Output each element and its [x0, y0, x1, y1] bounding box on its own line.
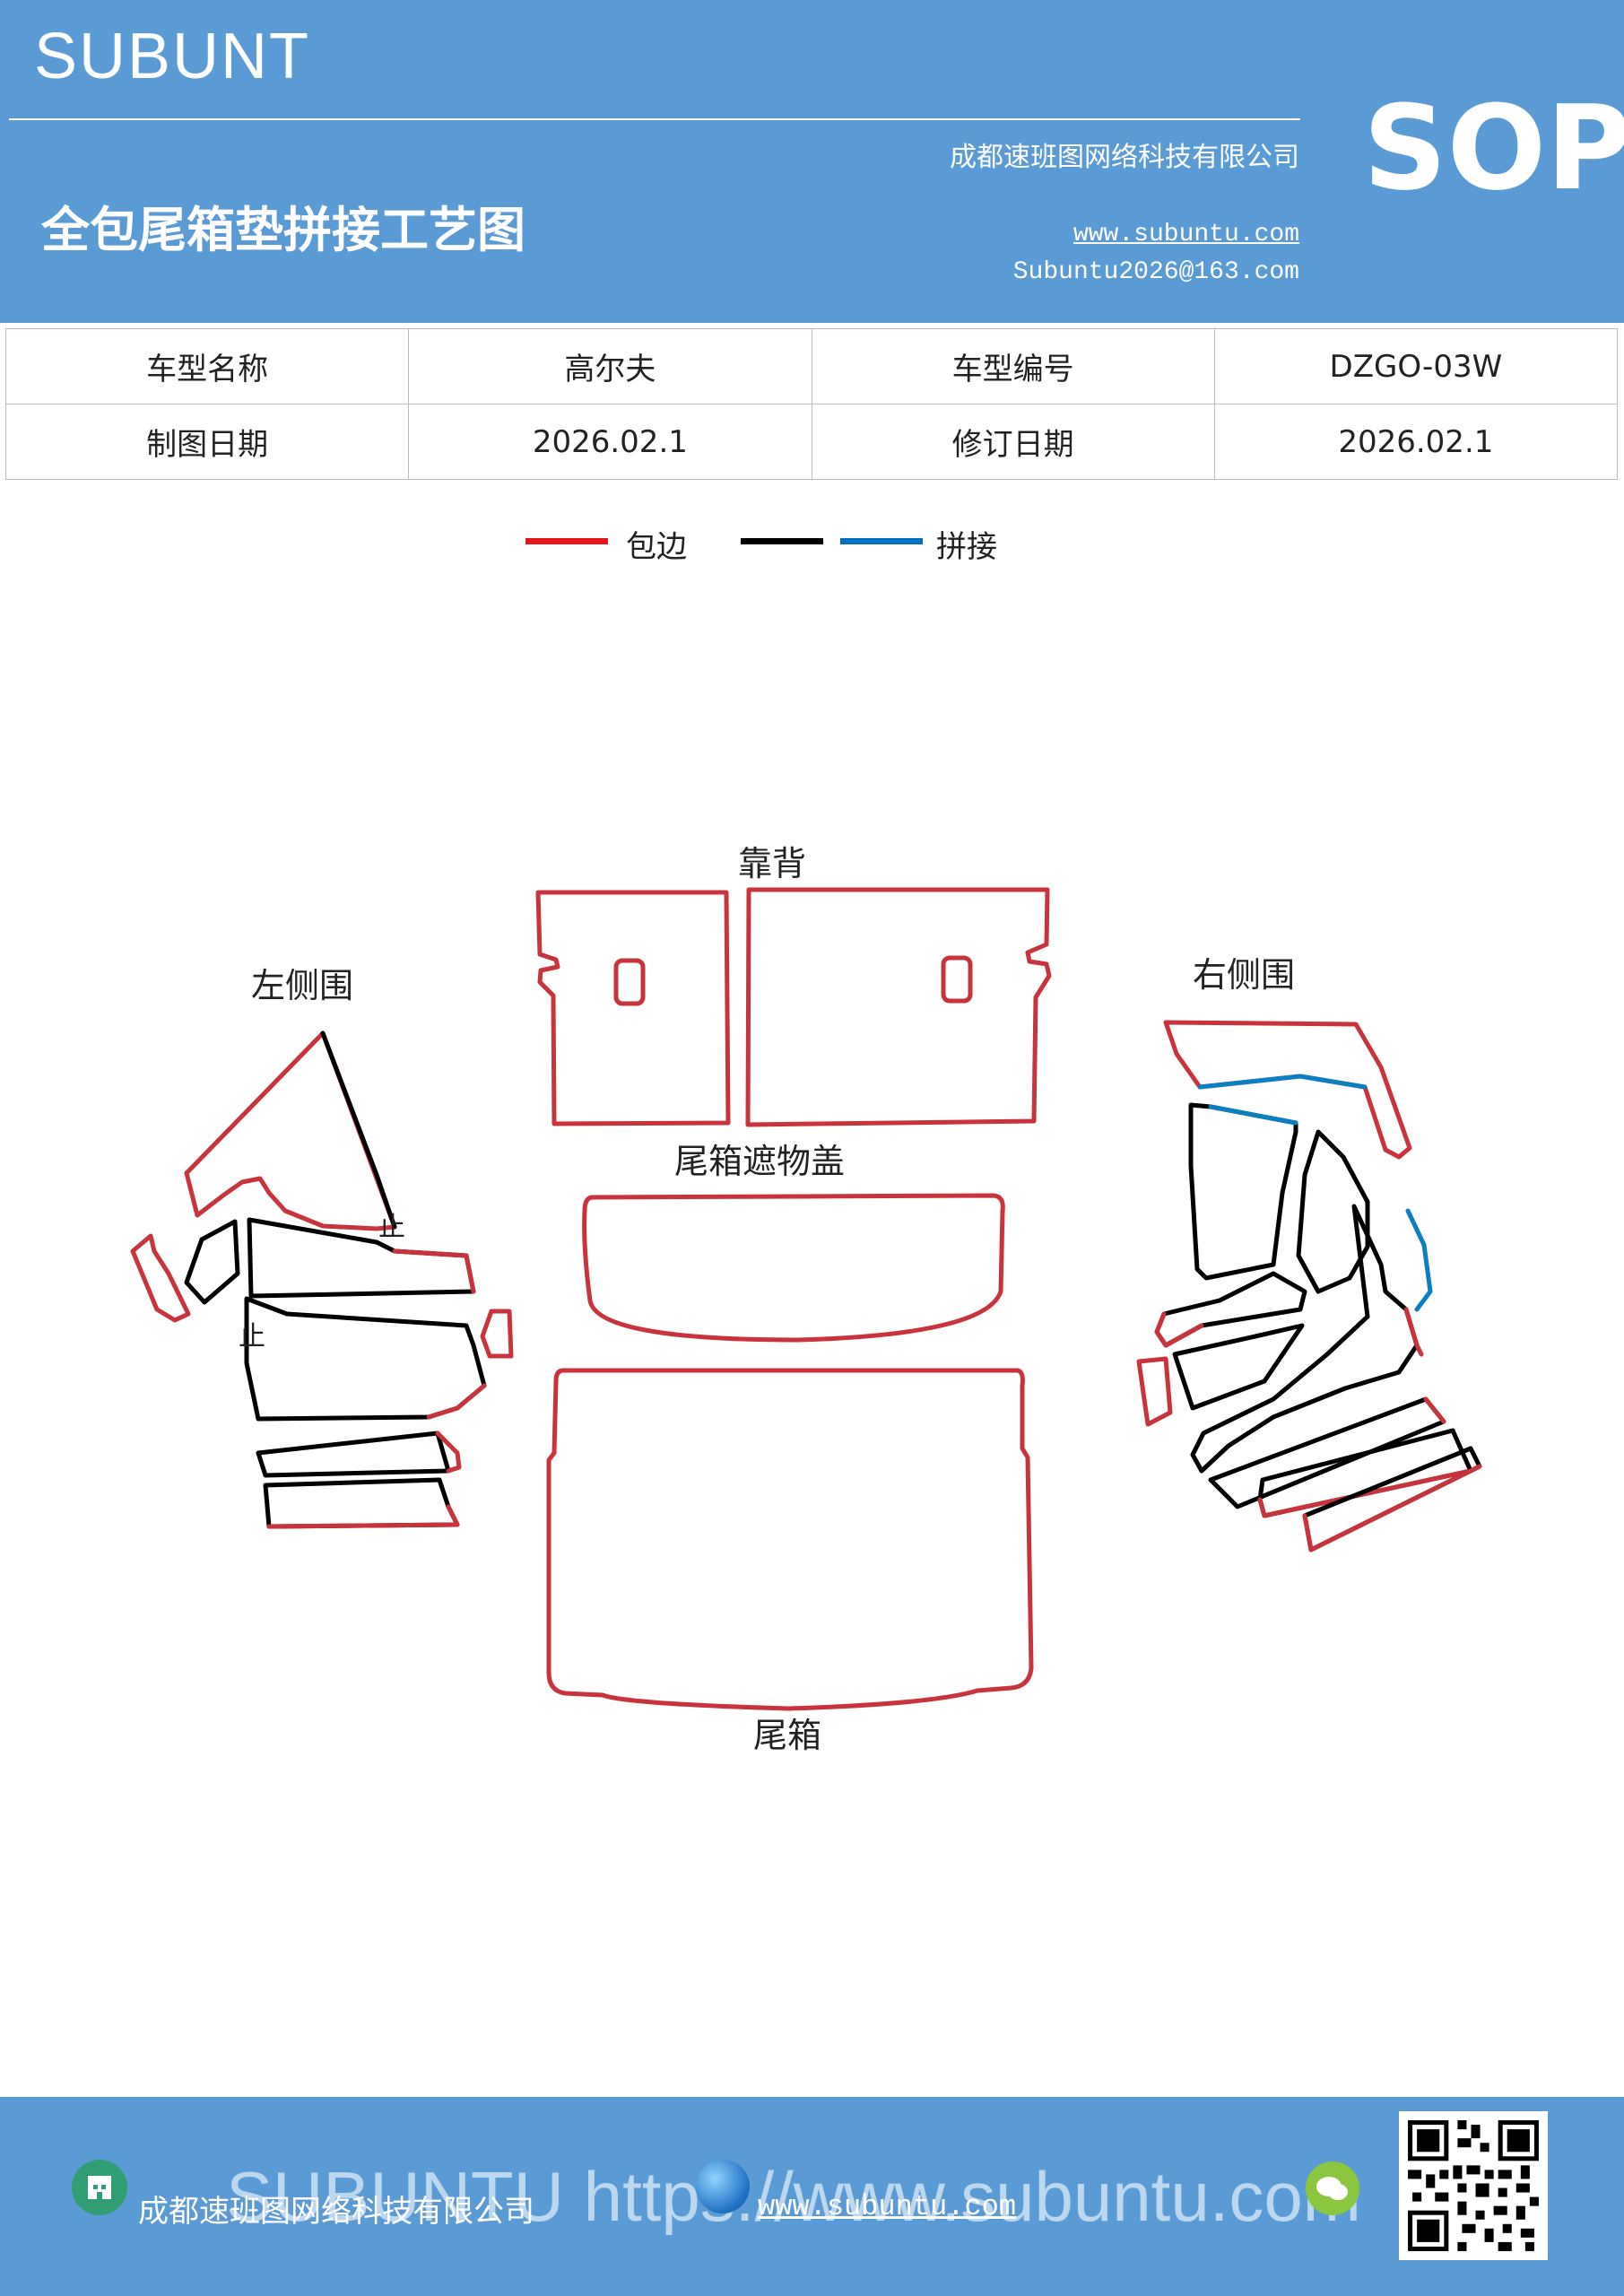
email-address: Subuntu2026@163.com — [1012, 258, 1299, 286]
right-side-mid-piece — [1172, 1323, 1305, 1411]
right-side-strip-2 — [1257, 1428, 1473, 1518]
footer-banner: 成都速班图网络科技有限公司 SUBUNTU https://www.subunt… — [0, 2097, 1624, 2296]
sop-badge: SOP — [1363, 80, 1624, 216]
left-side-strip-2 — [244, 1296, 487, 1422]
left-side-strip-4 — [263, 1477, 460, 1529]
label-cargo-cover: 尾箱遮物盖 — [674, 1142, 845, 1181]
header-divider — [9, 118, 1300, 120]
footer-company: 成都速班图网络科技有限公司 — [138, 2194, 534, 2230]
label-cell: 制图日期 — [4, 404, 410, 480]
right-side-wedge-piece — [1154, 1271, 1307, 1348]
trunk-floor-panel — [546, 1368, 1034, 1711]
left-side-tail-piece — [130, 1233, 191, 1323]
backrest-left-panel — [535, 890, 731, 1126]
left-side-strip-1-red — [392, 1248, 476, 1294]
label-right-side: 右侧围 — [1193, 955, 1295, 995]
left-side-small-cap — [480, 1309, 514, 1359]
label-cell: 车型名称 — [4, 328, 410, 404]
value-cell: 2026.02.1 — [1213, 404, 1619, 480]
legend-swatch-red — [525, 538, 608, 544]
right-side-strip-3-red — [1302, 1464, 1482, 1552]
right-side-arch-piece — [1296, 1129, 1370, 1294]
backrest-right-cutout — [941, 955, 973, 1004]
header-banner: SUBUNT 成都速班图网络科技有限公司 全包尾箱垫拼接工艺图 www.subu… — [0, 0, 1624, 323]
backrest-right-panel — [745, 887, 1052, 1127]
wechat-icon — [1306, 2161, 1359, 2215]
company-icon — [72, 2160, 127, 2215]
left-side-strip-1 — [247, 1217, 476, 1299]
legend-swatch-black — [741, 538, 823, 544]
right-side-left-cap — [1136, 1356, 1173, 1427]
vehicle-info-table: 车型名称 高尔夫 车型编号 DZGO-03W 制图日期 2026.02.1 修订… — [4, 328, 1619, 480]
right-side-strip-1 — [1208, 1396, 1446, 1509]
backrest-left-cutout — [613, 958, 646, 1006]
legend: 包边 拼接 — [0, 520, 1624, 574]
document-title: 全包尾箱垫拼接工艺图 — [41, 202, 525, 258]
qr-code-icon — [1399, 2111, 1548, 2260]
right-side-top-seam — [1197, 1074, 1368, 1090]
label-backrest: 靠背 — [738, 844, 806, 883]
left-side-strip-2-red — [426, 1383, 487, 1420]
value-cell: 高尔夫 — [408, 328, 812, 404]
globe-icon — [696, 2160, 750, 2213]
legend-label-seam: 拼接 — [936, 529, 997, 565]
value-cell: 2026.02.1 — [408, 404, 812, 480]
table-row: 车型名称 高尔夫 车型编号 DZGO-03W — [4, 328, 1619, 404]
right-side-wedge-red — [1154, 1311, 1204, 1348]
right-side-main-seam — [1208, 1104, 1298, 1126]
website-link[interactable]: www.subuntu.com — [1073, 221, 1299, 248]
right-side-lower-red — [1403, 1307, 1424, 1357]
table-row: 制图日期 2026.02.1 修订日期 2026.02.1 — [4, 404, 1619, 480]
legend-swatch-blue — [840, 538, 923, 544]
left-side-strip-3-red — [435, 1431, 462, 1474]
right-side-main-piece — [1188, 1102, 1298, 1281]
right-side-top-piece — [1163, 1020, 1412, 1160]
brand-name: SUBUNT — [34, 21, 311, 92]
value-cell: DZGO-03W — [1213, 328, 1619, 404]
legend-label-edge: 包边 — [626, 529, 687, 565]
label-left-side: 左侧围 — [251, 966, 353, 1005]
cargo-cover-panel — [582, 1193, 1005, 1343]
footer-website-link[interactable]: www.subuntu.com — [758, 2190, 1017, 2223]
mark-stop-1: 止 — [378, 1212, 405, 1243]
label-trunk: 尾箱 — [753, 1716, 821, 1755]
right-side-lower-big — [1190, 1204, 1420, 1474]
left-side-strip-3 — [256, 1431, 451, 1478]
label-cell: 修订日期 — [811, 404, 1215, 480]
right-side-strip-1-red — [1423, 1396, 1446, 1424]
left-side-upper-piece-edge — [320, 1031, 397, 1230]
footer-watermark: SUBUNTU https://www.subuntu.com — [226, 2157, 1361, 2236]
label-cell: 车型编号 — [811, 328, 1215, 404]
right-side-strip-2-red — [1257, 1468, 1473, 1518]
left-side-upper-piece — [184, 1031, 397, 1231]
right-side-lower-seam — [1405, 1208, 1433, 1312]
company-name: 成都速班图网络科技有限公司 — [950, 142, 1299, 173]
left-side-strip-4-red — [266, 1504, 460, 1529]
mark-stop-2: 止 — [239, 1321, 265, 1352]
left-side-small-piece — [184, 1219, 240, 1305]
